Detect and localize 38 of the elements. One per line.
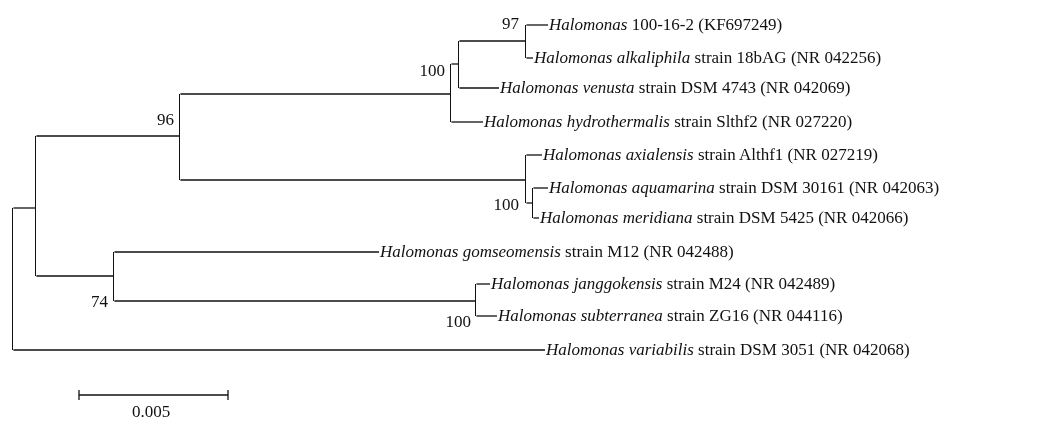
- taxon-label: Halomonas axialensis strain Althf1 (NR 027219): [542, 145, 878, 165]
- taxon-label: Halomonas gomseomensis strain M12 (NR 042488): [379, 242, 734, 262]
- scale-label: 0.005: [132, 402, 171, 422]
- tree-branch: [475, 283, 491, 285]
- bootstrap-value: 74: [91, 292, 108, 312]
- tree-branch: [179, 93, 451, 95]
- taxon-label: Halomonas alkaliphila strain 18bAG (NR 042256): [533, 48, 882, 68]
- bootstrap-value: 97: [502, 14, 519, 34]
- taxon-label: Halomonas venusta strain DSM 4743 (NR 042069): [499, 78, 851, 98]
- tree-branch: [35, 275, 114, 277]
- bootstrap-value: 96: [157, 110, 174, 130]
- tree-branch: [113, 251, 380, 253]
- tree-branch: [12, 207, 36, 209]
- taxon-label: Halomonas meridiana strain DSM 5425 (NR 042066): [539, 208, 909, 228]
- bootstrap-value: 100: [445, 312, 471, 332]
- tree-branch: [525, 154, 543, 156]
- tree-branch: [525, 202, 533, 204]
- taxon-label: Halomonas aquamarina strain DSM 30161 (NR 042063): [548, 178, 940, 198]
- tree-branch: [450, 63, 459, 65]
- tree-branch: [525, 24, 549, 26]
- tree-branch: [475, 315, 498, 317]
- tree-branch: [113, 300, 476, 302]
- tree-branch: [179, 179, 526, 181]
- taxon-label: Halomonas variabilis strain DSM 3051 (NR 042068): [545, 340, 910, 360]
- taxon-label: Halomonas subterranea strain ZG16 (NR 044116): [497, 306, 843, 326]
- tree-branch: [458, 87, 500, 89]
- taxon-label: Halomonas hydrothermalis strain Slthf2 (NR 027220): [483, 112, 853, 132]
- bootstrap-value: 100: [493, 195, 519, 215]
- bootstrap-value: 100: [419, 61, 445, 81]
- taxon-label: Halomonas 100-16-2 (KF697249): [548, 15, 783, 35]
- tree-branch: [532, 187, 549, 189]
- tree-branch: [450, 121, 484, 123]
- tree-branch: [35, 135, 180, 137]
- taxon-label: Halomonas janggokensis strain M24 (NR 042489): [490, 274, 836, 294]
- tree-branch: [458, 40, 526, 42]
- tree-branch: [532, 217, 540, 219]
- tree-branch: [12, 349, 546, 351]
- tree-branch: [525, 57, 534, 59]
